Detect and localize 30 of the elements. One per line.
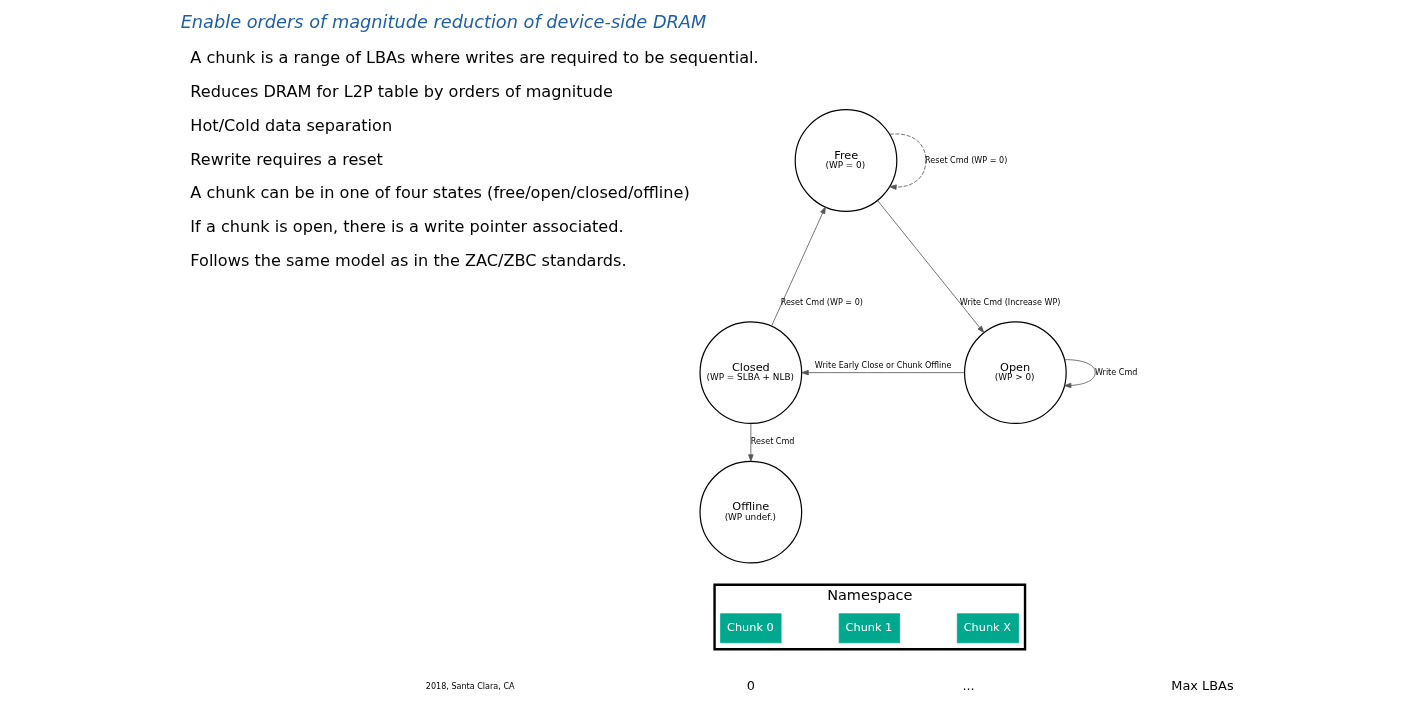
node-box: Chunk 0 xyxy=(720,613,782,644)
label: ... xyxy=(962,678,975,694)
label: Max LBAs xyxy=(1171,678,1234,694)
edge-label: Write Cmd (Increase WP) xyxy=(959,297,1061,307)
arrow xyxy=(1064,359,1096,389)
arrow xyxy=(889,133,927,190)
node-circle: Closed (WP = SLBA + NLB) xyxy=(699,321,803,425)
edge-label: Write Early Close or Chunk Offline xyxy=(814,360,952,370)
label: Hot/Cold data separation xyxy=(190,115,393,135)
edge-label: Write Cmd xyxy=(1094,367,1138,377)
node-box: Chunk X xyxy=(956,613,1019,644)
arrow xyxy=(801,369,965,376)
arrow xyxy=(748,423,754,462)
edge-label: Reset Cmd (WP = 0) xyxy=(925,155,1008,165)
edge-label: Reset Cmd xyxy=(750,437,795,447)
node-box: Chunk 1 xyxy=(838,613,901,644)
label: If a chunk is open, there is a write pointer associated. xyxy=(190,217,624,237)
label: 0 xyxy=(746,678,755,694)
label: 2018, Santa Clara, CA xyxy=(425,682,515,692)
label: A chunk can be in one of four states (free/open/closed/offline) xyxy=(190,183,690,203)
label: A chunk is a range of LBAs where writes are required to be sequential. xyxy=(190,47,759,67)
node-circle: Offline (WP undef.) xyxy=(699,460,803,564)
arrow xyxy=(877,200,985,333)
diagram-title: Enable orders of magnitude reduction of device-side DRAM xyxy=(180,11,707,32)
label: Rewrite requires a reset xyxy=(190,149,383,169)
edge-label: Reset Cmd (WP = 0) xyxy=(780,297,863,307)
label: Follows the same model as in the ZAC/ZBC standards. xyxy=(190,251,627,271)
arrow xyxy=(771,206,826,327)
node-circle: Open (WP > 0) xyxy=(963,321,1067,425)
label: Reduces DRAM for L2P table by orders of magnitude xyxy=(190,81,613,101)
